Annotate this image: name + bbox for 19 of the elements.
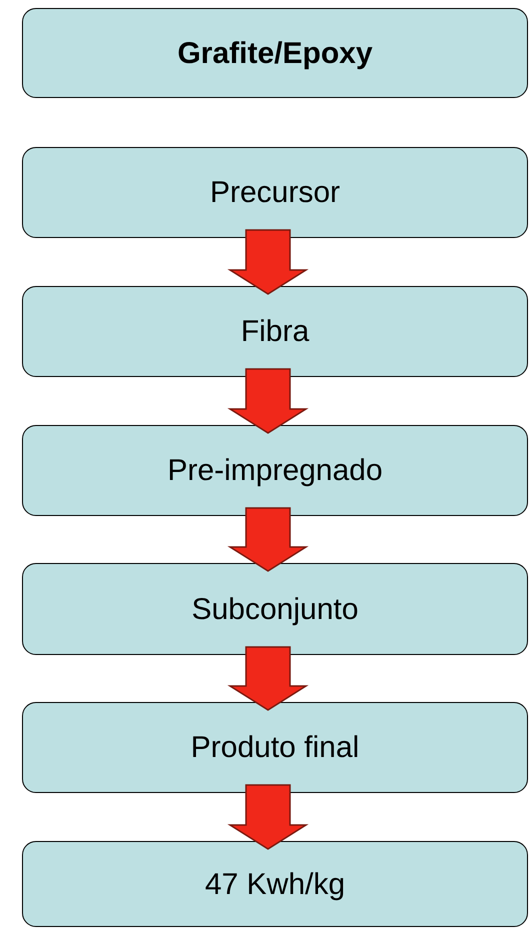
process-box bbox=[22, 147, 528, 238]
box-label: Grafite/Epoxy bbox=[177, 36, 373, 72]
box-label: Fibra bbox=[240, 314, 310, 350]
block-arrow bbox=[227, 784, 309, 850]
block-arrow bbox=[227, 507, 309, 572]
process-box bbox=[22, 563, 528, 655]
box-label: 47 Kwh/kg bbox=[204, 866, 346, 902]
block-arrow bbox=[227, 368, 309, 434]
process-box bbox=[22, 286, 528, 377]
process-box bbox=[22, 841, 528, 927]
box-label: Produto final bbox=[190, 730, 360, 766]
box-label: Subconjunto bbox=[192, 592, 358, 628]
block-arrow bbox=[227, 229, 309, 295]
box-label: Pre-impregnado bbox=[167, 453, 383, 489]
process-box bbox=[22, 8, 528, 98]
box-label: Precursor bbox=[210, 175, 340, 211]
process-box bbox=[22, 702, 528, 793]
process-box bbox=[22, 425, 528, 516]
block-arrow bbox=[227, 646, 309, 711]
